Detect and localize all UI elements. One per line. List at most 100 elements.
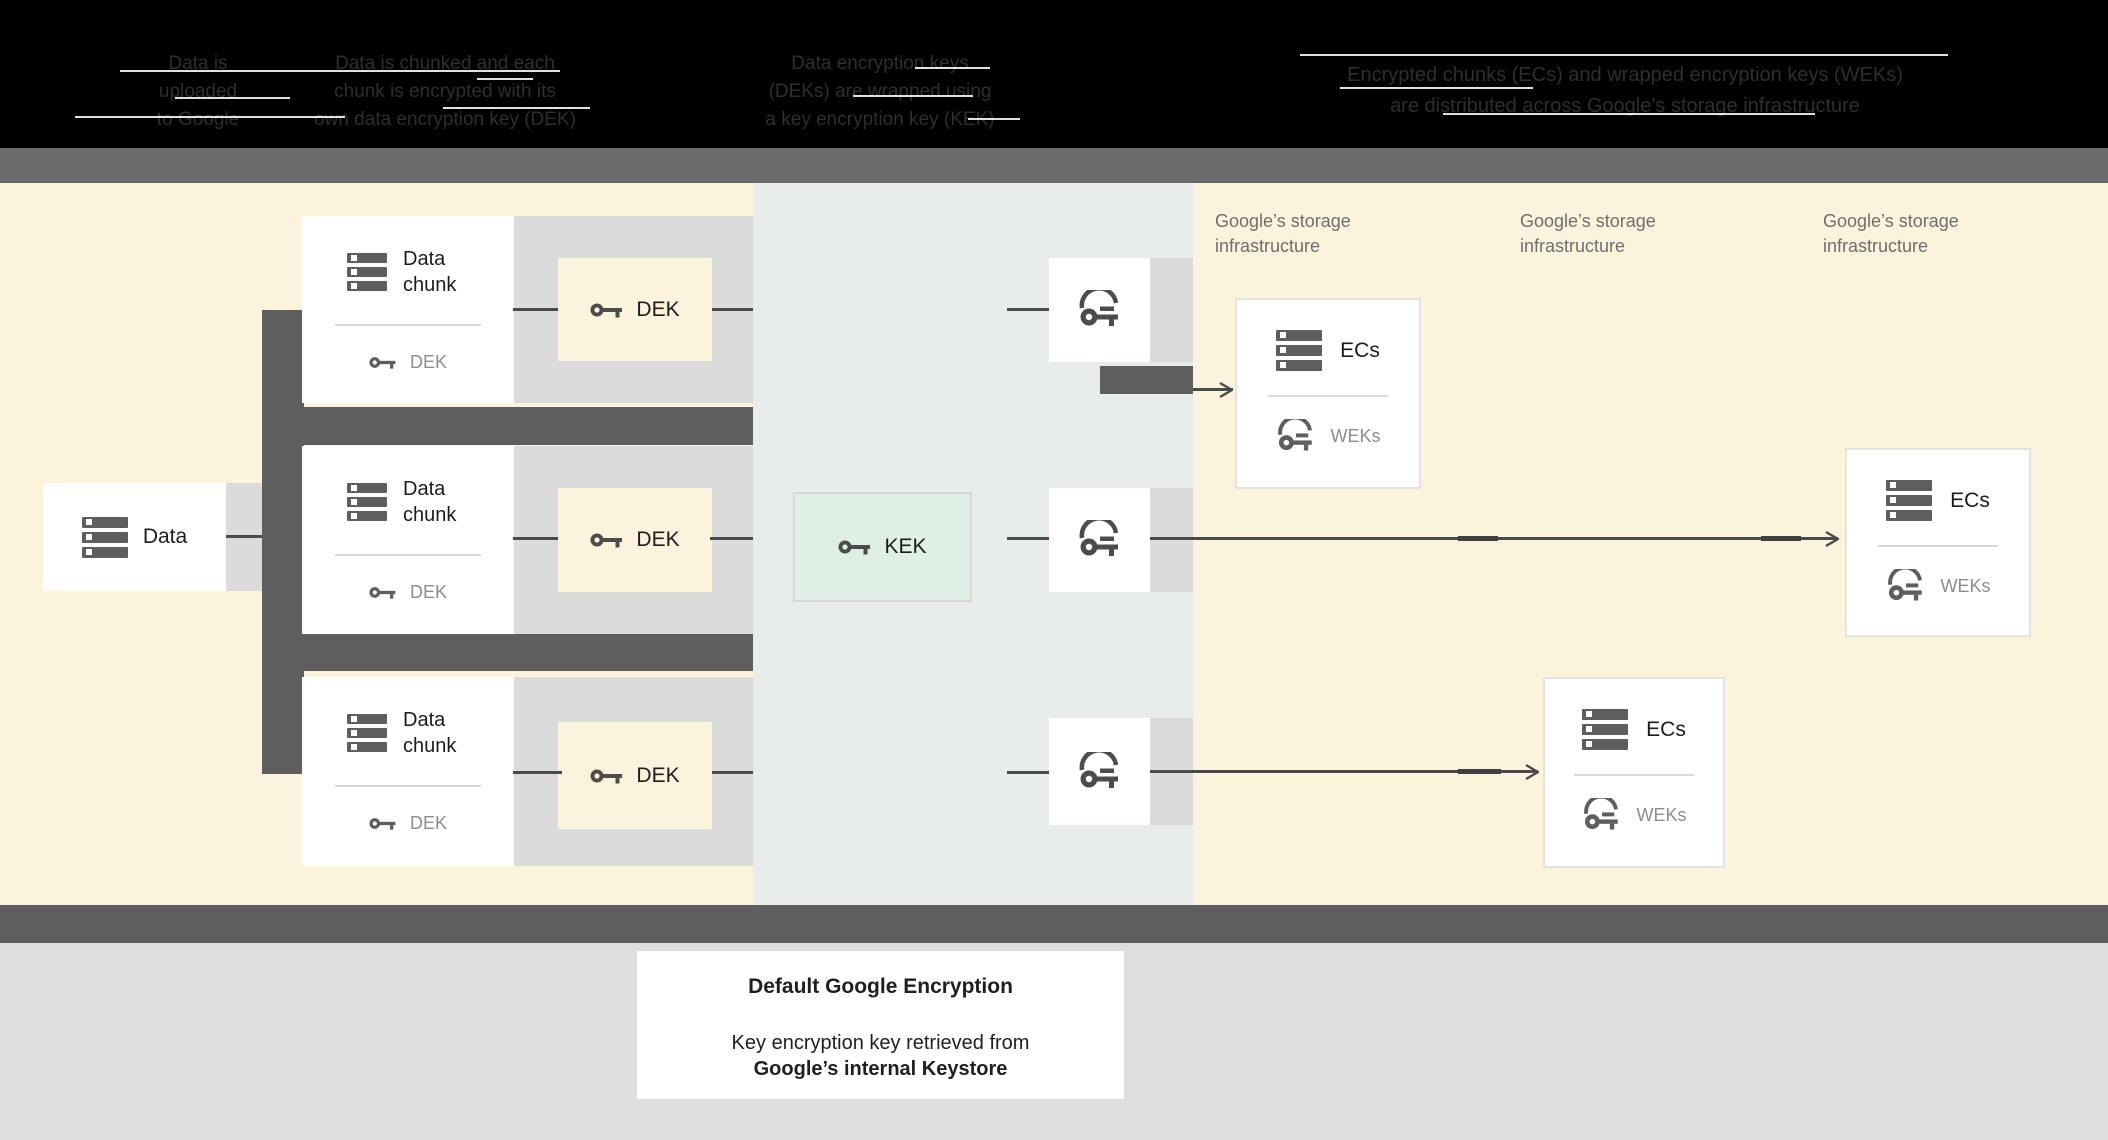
dek-sublabel: DEK bbox=[409, 813, 447, 833]
database-icon bbox=[347, 253, 387, 291]
flow-line bbox=[1007, 537, 1049, 540]
flow-line bbox=[1007, 771, 1049, 774]
flow-line-segment bbox=[1458, 536, 1498, 541]
database-icon bbox=[347, 483, 387, 521]
wrapped-key-icon bbox=[1888, 569, 1923, 601]
flow-line bbox=[1193, 388, 1233, 391]
top-divider-band bbox=[0, 148, 2108, 183]
flow-line bbox=[712, 308, 753, 311]
glitch-line bbox=[175, 97, 290, 99]
dek-label: DEK bbox=[636, 528, 680, 551]
branch-band-top bbox=[262, 407, 753, 445]
flow-line bbox=[1150, 770, 1538, 773]
chunk-title: Data chunk bbox=[403, 248, 457, 296]
card-divider bbox=[335, 324, 481, 326]
header-col-chunked: Data is chunked and each chunk is encryp… bbox=[295, 50, 595, 134]
header-text-line: a key encryption key (KEK) bbox=[765, 109, 995, 130]
glitch-line bbox=[120, 70, 560, 72]
arrowhead-icon bbox=[1219, 381, 1233, 399]
dek-sublabel: DEK bbox=[409, 352, 447, 372]
key-icon bbox=[590, 533, 623, 548]
data-box: Data bbox=[43, 483, 226, 591]
ecs-card-1: ECs WEKs bbox=[1235, 298, 1421, 489]
header-text-line: Data encryption keys bbox=[791, 53, 969, 74]
wrapped-key-icon bbox=[1584, 798, 1619, 830]
wrapped-key-icon bbox=[1079, 290, 1118, 326]
caption-line1: Key encryption key retrieved from bbox=[731, 1032, 1030, 1054]
trunk-bar bbox=[262, 310, 304, 774]
header-text-line: Encrypted chunks (ECs) and wrapped encry… bbox=[1347, 64, 1903, 86]
weks-label: WEKs bbox=[1636, 805, 1687, 825]
wrapped-key-icon bbox=[1079, 751, 1118, 788]
card-divider bbox=[1878, 545, 1998, 547]
node-tab bbox=[1150, 258, 1193, 362]
database-icon bbox=[81, 516, 128, 558]
header-text-line: uploaded bbox=[158, 81, 238, 102]
glitch-line bbox=[1443, 113, 1815, 115]
caption-line2: Google’s internal Keystore bbox=[753, 1058, 1008, 1080]
flow-line-segment bbox=[1761, 536, 1801, 541]
header-col-wrapped: Data encryption keys (DEKs) are wrapped … bbox=[730, 50, 1030, 134]
data-chunk-card-2: Data chunk DEK bbox=[302, 446, 514, 634]
wrap-key-node-2 bbox=[1049, 488, 1150, 592]
kek-box: KEK bbox=[793, 492, 972, 602]
ecs-card-3: ECs WEKs bbox=[1845, 448, 2031, 637]
flow-line bbox=[712, 771, 753, 774]
flow-line bbox=[513, 771, 562, 774]
key-icon bbox=[369, 357, 396, 369]
data-chunk-card-1: Data chunk DEK bbox=[302, 216, 514, 403]
arrowhead-icon bbox=[1825, 530, 1839, 548]
header-col-distributed: Encrypted chunks (ECs) and wrapped encry… bbox=[1310, 60, 1940, 122]
dek-label: DEK bbox=[636, 763, 680, 787]
data-label: Data bbox=[142, 525, 188, 548]
card-divider bbox=[335, 554, 481, 556]
key-icon bbox=[590, 769, 623, 783]
card-divider bbox=[1268, 395, 1388, 397]
glitch-line bbox=[915, 67, 990, 69]
header-col-upload: Data is uploaded to Google bbox=[88, 50, 308, 134]
dek-label: DEK bbox=[636, 297, 680, 321]
wrap-key-node-1 bbox=[1049, 258, 1150, 362]
ecs-title: ECs bbox=[1950, 488, 1990, 512]
chunk-title: Data chunk bbox=[403, 478, 457, 526]
wrapped-key-icon bbox=[1278, 419, 1313, 451]
chunk-title: Data chunk bbox=[403, 709, 457, 757]
glitch-line bbox=[443, 107, 590, 109]
ecs-card-2: ECs WEKs bbox=[1543, 677, 1725, 868]
glitch-line bbox=[1300, 54, 1948, 56]
database-icon bbox=[1276, 330, 1323, 371]
glitch-line bbox=[853, 95, 973, 97]
key-icon bbox=[590, 303, 623, 317]
key-icon bbox=[369, 818, 396, 830]
wrapped-key-icon bbox=[1079, 520, 1118, 556]
caption-card: Default Google Encryption Key encryption… bbox=[637, 951, 1124, 1099]
database-icon bbox=[1582, 709, 1629, 750]
glitch-line bbox=[75, 116, 345, 118]
ecs-title: ECs bbox=[1646, 717, 1686, 741]
flow-line bbox=[513, 308, 558, 311]
node-tab bbox=[1150, 488, 1193, 592]
header-band bbox=[0, 0, 2108, 148]
connector-line bbox=[226, 535, 262, 538]
storage-label-3: Google’s storage infrastructure bbox=[1823, 211, 1959, 256]
flow-line-segment bbox=[1458, 769, 1501, 774]
flow-line bbox=[513, 537, 558, 540]
header-text-line: (DEKs) are wrapped using bbox=[768, 81, 992, 102]
branch-band-bottom bbox=[262, 633, 753, 671]
dek-box-3: DEK bbox=[558, 722, 712, 829]
flow-band bbox=[1100, 366, 1193, 394]
header-text-line: chunk is encrypted with its bbox=[334, 81, 556, 102]
glitch-line bbox=[968, 118, 1020, 120]
storage-label-2: Google’s storage infrastructure bbox=[1520, 211, 1656, 256]
key-icon bbox=[369, 587, 396, 599]
data-chunk-card-3: Data chunk DEK bbox=[302, 677, 514, 866]
dek-box-1: DEK bbox=[558, 258, 712, 361]
database-icon bbox=[1886, 480, 1933, 521]
glitch-line bbox=[1340, 87, 1533, 89]
wrap-key-node-3 bbox=[1049, 718, 1150, 825]
glitch-line bbox=[477, 78, 533, 80]
header-text-line: to Google bbox=[156, 109, 240, 130]
header-text-line: are distributed across Google’s storage … bbox=[1390, 95, 1860, 117]
dek-sublabel: DEK bbox=[409, 582, 447, 602]
